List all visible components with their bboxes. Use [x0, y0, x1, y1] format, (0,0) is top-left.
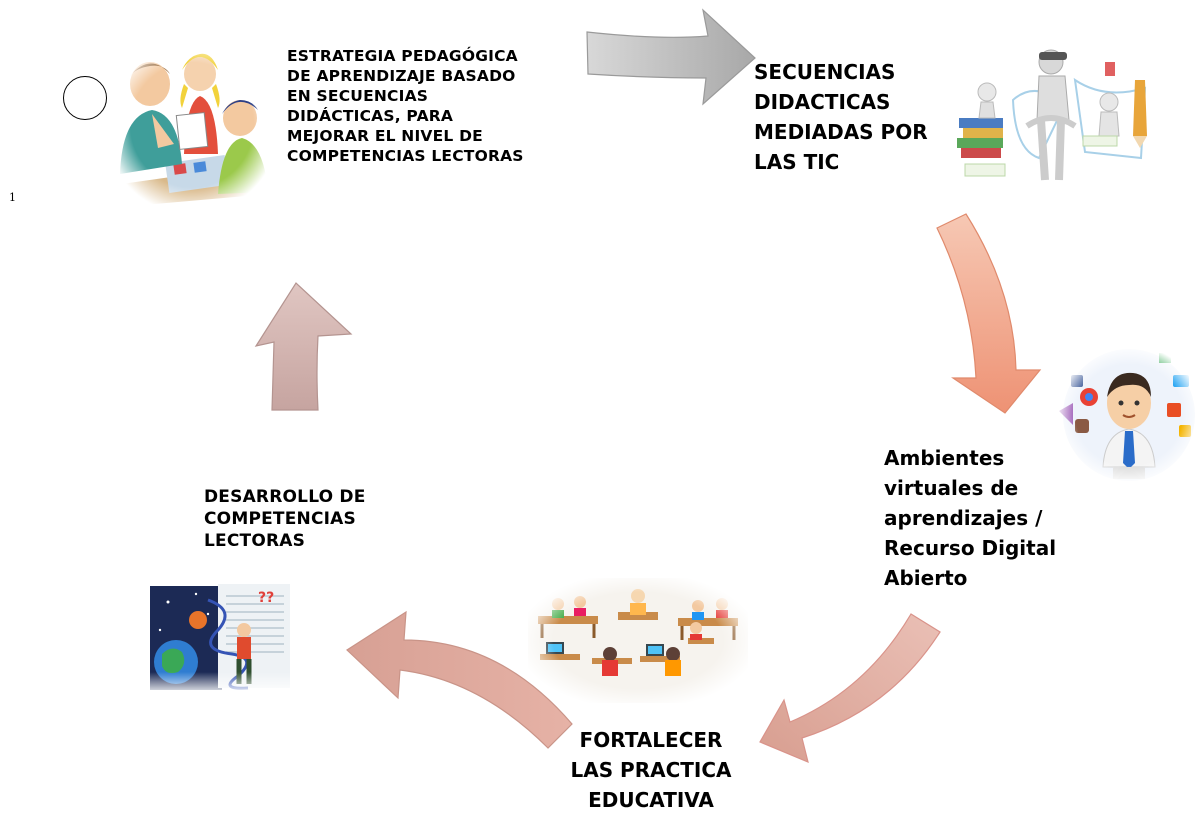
environments-line: virtuales de	[884, 476, 1019, 500]
sequences-line: MEDIADAS POR	[754, 120, 928, 144]
empty-circle	[63, 76, 107, 120]
stick-figures-books-icon	[955, 40, 1155, 190]
footnote-number: 1	[9, 191, 16, 204]
practice-line: FORTALECER	[579, 728, 723, 752]
environments-line: Ambientes	[884, 446, 1005, 470]
strategy-line: DE APRENDIZAJE BASADO	[287, 67, 516, 85]
reader-book-world-icon: ??	[148, 580, 293, 695]
sequences-line: DIDACTICAS	[754, 90, 891, 114]
development-line: DESARROLLO DE	[204, 487, 366, 507]
strategy-line: COMPETENCIAS LECTORAS	[287, 147, 524, 165]
strategy-line: EN SECUENCIAS	[287, 87, 429, 105]
arrow-sequences-to-environments	[936, 213, 1042, 414]
practice-line: EDUCATIVA	[588, 788, 714, 812]
businessman-apps-icon	[1055, 345, 1203, 485]
sequences-label: SECUENCIAS DIDACTICAS MEDIADAS POR LAS T…	[754, 57, 928, 177]
environments-line: aprendizajes /	[884, 506, 1043, 530]
sequences-line: LAS TIC	[754, 150, 840, 174]
children-reading-icon	[112, 44, 272, 206]
environments-line: Recurso Digital	[884, 536, 1057, 560]
arrow-strategy-to-sequences	[586, 8, 756, 106]
strategy-label: ESTRATEGIA PEDAGÓGICA DE APRENDIZAJE BAS…	[287, 46, 524, 166]
arrow-development-to-strategy	[254, 282, 353, 411]
development-line: LECTORAS	[204, 531, 306, 551]
sequences-line: SECUENCIAS	[754, 60, 896, 84]
development-line: COMPETENCIAS	[204, 509, 356, 529]
classroom-icon	[528, 578, 748, 703]
strategy-line: ESTRATEGIA PEDAGÓGICA	[287, 47, 518, 65]
practice-label: FORTALECER LAS PRACTICA EDUCATIVA	[546, 725, 756, 815]
strategy-line: DIDÁCTICAS, PARA	[287, 107, 454, 125]
arrow-environments-to-practice	[759, 613, 941, 764]
development-label: DESARROLLO DE COMPETENCIAS LECTORAS	[204, 486, 366, 552]
environments-line: Abierto	[884, 566, 968, 590]
strategy-line: MEJORAR EL NIVEL DE	[287, 127, 483, 145]
practice-line: LAS PRACTICA	[570, 758, 732, 782]
environments-label: Ambientes virtuales de aprendizajes / Re…	[884, 443, 1056, 593]
